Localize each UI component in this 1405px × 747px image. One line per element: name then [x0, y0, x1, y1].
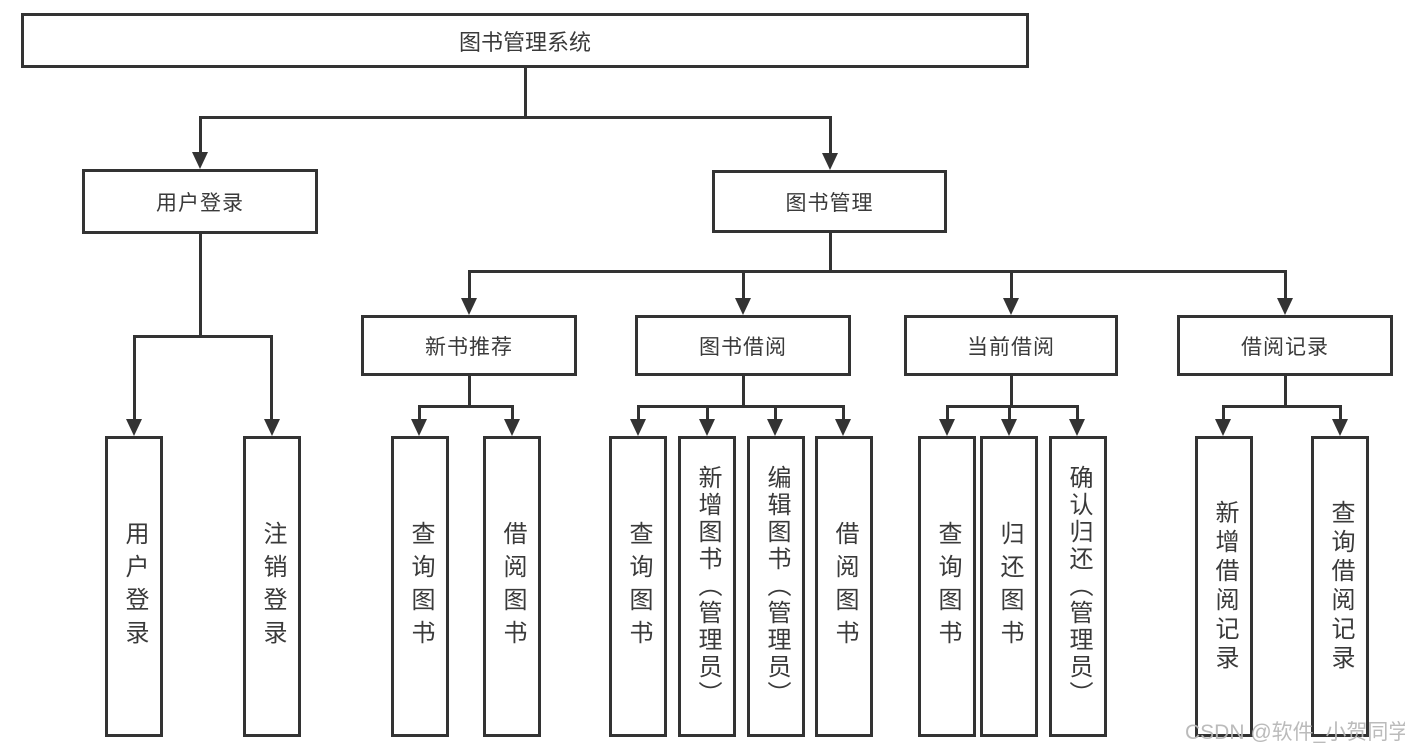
connector-line	[741, 376, 745, 407]
node-label: 图书管理	[785, 191, 874, 215]
connector-line	[132, 335, 136, 421]
arrow-down-icon	[822, 153, 838, 170]
leaf-add-books-admin: 新增图书（管理员）	[678, 436, 736, 737]
leaf-add-borrowing-record: 新增借阅记录	[1195, 436, 1253, 737]
connector-line	[1283, 376, 1287, 407]
connector-line	[828, 233, 832, 272]
arrow-down-icon	[504, 419, 520, 436]
leaf-label: 注销登录	[259, 520, 286, 653]
leaf-label: 新增图书（管理员）	[694, 465, 721, 708]
connector-line	[510, 405, 514, 422]
arrow-down-icon	[767, 419, 783, 436]
connector-line	[773, 405, 777, 422]
node-book-borrowing: 图书借阅	[635, 315, 851, 376]
connector-line	[467, 270, 471, 300]
node-label: 新书推荐	[425, 335, 513, 359]
node-label: 图书借阅	[699, 335, 787, 359]
leaf-user-login: 用户登录	[105, 436, 163, 737]
connector-line	[198, 118, 202, 156]
arrow-down-icon	[192, 152, 208, 169]
leaf-edit-books-admin: 编辑图书（管理员）	[747, 436, 805, 737]
leaf-label: 查询图书	[934, 520, 961, 653]
leaf-label: 新增借阅记录	[1211, 499, 1238, 674]
connector-line	[417, 405, 514, 408]
leaf-query-books-current: 查询图书	[918, 436, 976, 737]
leaf-logout: 注销登录	[243, 436, 301, 737]
leaf-query-books-borrowing: 查询图书	[609, 436, 667, 737]
connector-line	[1009, 270, 1013, 300]
connector-line	[841, 405, 845, 422]
connector-line	[945, 405, 949, 422]
connector-line	[1221, 405, 1342, 408]
arrow-down-icon	[1215, 419, 1231, 436]
connector-line	[1009, 376, 1013, 407]
leaf-label: 确认归还（管理员）	[1065, 465, 1092, 708]
leaf-label: 查询借阅记录	[1327, 499, 1354, 674]
arrow-down-icon	[1277, 298, 1293, 315]
node-label: 当前借阅	[967, 335, 1055, 359]
leaf-label: 借阅图书	[831, 520, 858, 653]
arrow-down-icon	[1069, 419, 1085, 436]
leaf-borrow-books-recommend: 借阅图书	[483, 436, 541, 737]
node-label: 用户登录	[156, 191, 244, 215]
connector-line	[705, 405, 709, 422]
arrow-down-icon	[735, 298, 751, 315]
leaf-label: 借阅图书	[499, 520, 526, 653]
node-current-borrowing: 当前借阅	[904, 315, 1118, 376]
arrow-down-icon	[411, 419, 427, 436]
leaf-label: 查询图书	[407, 520, 434, 653]
arrow-down-icon	[126, 419, 142, 436]
connector-line	[1075, 405, 1079, 422]
leaf-label: 归还图书	[996, 520, 1023, 653]
leaf-label: 用户登录	[121, 520, 148, 653]
connector-line	[1283, 270, 1287, 300]
arrow-down-icon	[1001, 419, 1017, 436]
connector-line	[270, 335, 273, 421]
connector-line	[523, 68, 527, 118]
leaf-label: 查询图书	[625, 520, 652, 653]
connector-line	[1007, 405, 1011, 422]
connector-line	[741, 270, 745, 300]
leaf-label: 编辑图书（管理员）	[763, 465, 790, 708]
leaf-query-books-recommend: 查询图书	[391, 436, 449, 737]
arrow-down-icon	[1003, 298, 1019, 315]
node-new-book-recommendation: 新书推荐	[361, 315, 577, 376]
connector-line	[467, 376, 471, 407]
leaf-confirm-return-admin: 确认归还（管理员）	[1049, 436, 1107, 737]
arrow-down-icon	[630, 419, 646, 436]
node-label: 借阅记录	[1241, 335, 1329, 359]
csdn-watermark: CSDN @软件_小贺同学	[1185, 721, 1405, 744]
arrow-down-icon	[263, 419, 280, 436]
connector-line	[636, 405, 845, 408]
arrow-down-icon	[461, 298, 477, 315]
arrow-down-icon	[939, 419, 955, 436]
leaf-return-books: 归还图书	[980, 436, 1038, 737]
node-label: 图书管理系统	[458, 29, 591, 55]
connector-line	[945, 405, 1079, 408]
leaf-borrow-books-borrowing: 借阅图书	[815, 436, 873, 737]
connector-line	[198, 234, 202, 337]
connector-line	[1338, 405, 1342, 422]
node-book-management: 图书管理	[712, 170, 947, 233]
node-borrowing-records: 借阅记录	[1177, 315, 1393, 376]
connector-line	[636, 405, 640, 422]
arrow-down-icon	[699, 419, 715, 436]
connector-line	[132, 335, 273, 338]
connector-line	[467, 270, 1287, 273]
arrow-down-icon	[1332, 419, 1348, 436]
leaf-query-borrowing-record: 查询借阅记录	[1311, 436, 1369, 737]
arrow-down-icon	[835, 419, 851, 436]
connector-line	[198, 115, 832, 119]
connector-line	[417, 405, 421, 422]
node-library-management-system: 图书管理系统	[21, 13, 1029, 68]
node-user-login: 用户登录	[82, 169, 318, 234]
connector-line	[1221, 405, 1225, 422]
connector-line	[828, 118, 832, 156]
